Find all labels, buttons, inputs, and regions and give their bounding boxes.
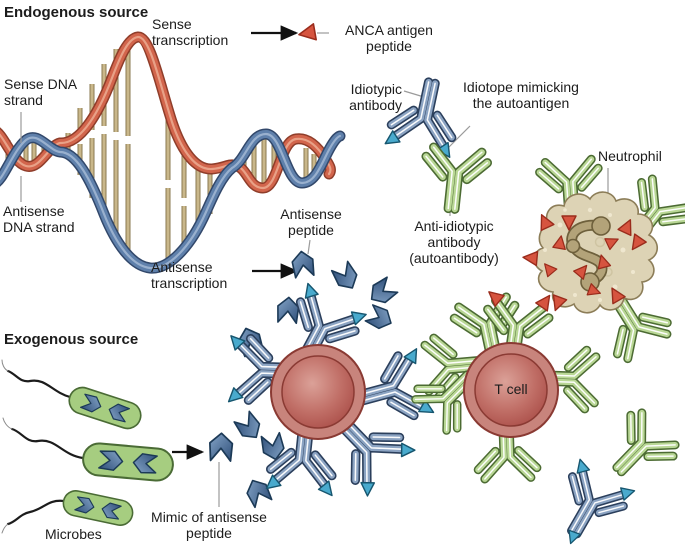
sense-strand: [0, 31, 336, 194]
idiotope-mimicking-label: Idiotope mimicking the autoantigen: [463, 79, 579, 111]
neutrophil-group: [483, 159, 685, 362]
microbes-label: Microbes: [45, 526, 102, 542]
microbe: [66, 384, 144, 432]
endogenous-source-heading: Endogenous source: [4, 4, 149, 21]
bound-chevron: [364, 303, 396, 333]
neutrophil-label: Neutrophil: [598, 148, 662, 164]
microbe: [82, 442, 174, 482]
anti-idiotypic-antibody: [421, 147, 488, 213]
flow-arrows: [172, 25, 299, 460]
idiotypic-antibody-label: Idiotypic antibody: [349, 81, 402, 113]
exogenous-source-heading: Exogenous source: [4, 331, 139, 348]
mimic-chevron: [208, 431, 234, 463]
mimic-of-antisense-peptide-label: Mimic of antisense peptide: [151, 509, 267, 541]
b-cell-group: [224, 277, 439, 502]
anca-antigen-triangle-legend: [296, 23, 317, 44]
antisense-strand: [0, 128, 346, 274]
sense-dna-strand-label: Sense DNA strand: [4, 76, 77, 108]
anca-antigen-peptide-label: ANCA antigen peptide: [345, 22, 433, 54]
sense-transcription-label: Sense transcription: [152, 16, 229, 48]
anti-idiotypic-antibody: [598, 408, 680, 490]
microbes-group: [1, 359, 174, 534]
idiotype-pair-bottom-right: [543, 408, 679, 546]
dna-double-helix: [0, 31, 346, 274]
microbe: [61, 488, 135, 527]
b-cell: [270, 344, 366, 440]
antisense-dna-strand-label: Antisense DNA strand: [3, 203, 75, 235]
t-cell-label: T cell: [494, 381, 528, 397]
antisense-peptide-label: Antisense peptide: [280, 206, 342, 238]
neutrophil-body: [533, 191, 659, 314]
connector-lines: [20, 32, 609, 507]
anti-idiotypic-antibody-label: Anti-idiotypic antibody (autoantibody): [409, 218, 499, 266]
antisense-transcription-label: Antisense transcription: [151, 259, 228, 291]
